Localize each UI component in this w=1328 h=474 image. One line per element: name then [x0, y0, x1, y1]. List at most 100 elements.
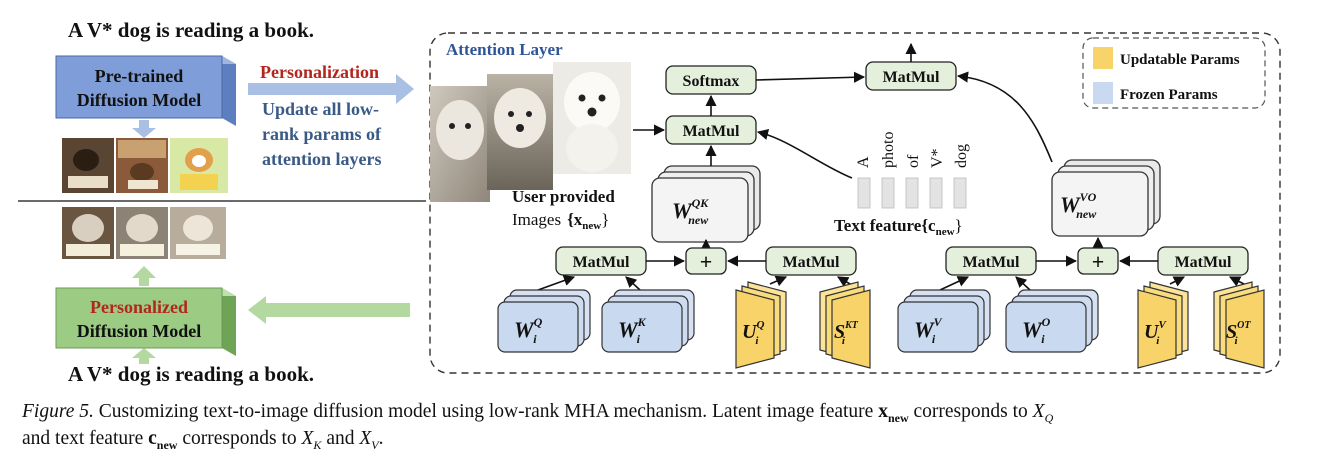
pretrained-label-2: Diffusion Model — [77, 90, 202, 110]
token-photo: photo — [880, 132, 897, 209]
user-images-label-2: Images{xnew} — [512, 210, 609, 232]
caption-end: . — [378, 428, 384, 449]
caption-xk-sub: K — [313, 437, 322, 452]
svg-text:UVi: UVi — [1144, 319, 1167, 347]
svg-text:dog: dog — [953, 144, 970, 168]
personalization-desc-3: attention layers — [262, 149, 381, 169]
caption-label: Figure 5. — [22, 401, 94, 422]
caption-text-5: and — [326, 428, 355, 449]
token-of: of — [905, 154, 922, 209]
svg-text:of: of — [905, 154, 922, 168]
attention-layer-title: Attention Layer — [446, 40, 563, 59]
svg-text:V*: V* — [929, 148, 946, 168]
edge-wv-up — [939, 276, 970, 291]
pretrained-model-box: Pre-trained Diffusion Model — [55, 55, 236, 126]
caption-text-3: and text feature — [22, 428, 144, 449]
svg-text:WQi: WQi — [514, 315, 543, 346]
edge-text-to-matmul-qk — [756, 129, 853, 179]
green-up-arrow-top — [132, 266, 156, 286]
blue-down-arrow — [132, 120, 156, 138]
personalized-label-1: Personalized — [90, 297, 188, 317]
prompt-bottom: A V* dog is reading a book. — [68, 362, 314, 386]
svg-text:UQi: UQi — [742, 319, 764, 347]
edge-softmax-to-matmul-out — [755, 71, 866, 83]
output-images-top — [62, 138, 228, 193]
caption-c-sub: new — [156, 437, 178, 452]
user-images-label-1: User provided — [512, 187, 615, 206]
personalization-desc-2: rank params of — [262, 124, 382, 144]
svg-text:Images{xnew}: Images{xnew} — [512, 210, 609, 232]
green-up-arrow-bottom — [132, 348, 156, 364]
personalization-title: Personalization — [260, 62, 379, 82]
token-dog: dog — [953, 144, 970, 209]
caption-x-symbol: x — [878, 401, 888, 422]
token-a: A — [855, 156, 872, 209]
caption-xv-sub: V — [371, 437, 379, 452]
plus-qk — [685, 247, 727, 275]
matmul-wvo-right-label: MatMul — [963, 254, 1020, 271]
text-tokens: A photo of V* dog — [855, 132, 970, 209]
legend: Updatable Params Frozen Params — [1082, 37, 1266, 109]
caption-xv: X — [359, 428, 372, 449]
plus-qk-label: + — [700, 249, 713, 274]
personalized-model-box: Personalized Diffusion Model — [55, 287, 236, 356]
caption-xk: X — [301, 428, 314, 449]
pretrained-label-1: Pre-trained — [95, 66, 184, 86]
plus-vo — [1077, 247, 1119, 275]
caption-text-1: Customizing text-to-image diffusion mode… — [98, 401, 874, 422]
caption-text-2: corresponds to — [913, 401, 1028, 422]
edge-sk-up — [837, 276, 851, 287]
matmul-out-label: MatMul — [883, 69, 940, 86]
svg-text:WKi: WKi — [618, 315, 647, 346]
softmax-label: Softmax — [683, 73, 740, 90]
personalization-arrow — [248, 74, 414, 104]
plus-vo-label: + — [1092, 249, 1105, 274]
legend-updatable-label: Updatable Params — [1120, 52, 1240, 68]
figure-caption: Figure 5. Customizing text-to-image diff… — [22, 398, 1312, 452]
user-images — [430, 62, 631, 202]
matmul-qk-label: MatMul — [683, 123, 740, 140]
matmul-us-right-label: MatMul — [1175, 254, 1232, 271]
caption-xq: X — [1032, 401, 1045, 422]
edge-so-up — [1228, 276, 1245, 287]
matmul-us-left-label: MatMul — [783, 254, 840, 271]
token-v-star: V* — [929, 148, 946, 209]
edge-wk-up — [625, 276, 641, 291]
svg-text:A: A — [855, 156, 872, 168]
caption-c-symbol: c — [148, 428, 157, 449]
svg-text:WOi: WOi — [1022, 315, 1051, 346]
green-left-arrow — [248, 296, 410, 324]
prompt-top: A V* dog is reading a book. — [68, 18, 314, 42]
caption-text-4: corresponds to — [182, 428, 297, 449]
legend-frozen-label: Frozen Params — [1120, 87, 1218, 103]
svg-text:Text feature{cnew}: Text feature{cnew} — [834, 216, 963, 238]
personalized-label-2: Diffusion Model — [77, 321, 202, 341]
matmul-wqk-left-label: MatMul — [573, 254, 630, 271]
edge-uv-up — [1169, 276, 1186, 287]
edge-wq-up — [537, 275, 576, 291]
edge-wo-up — [1015, 276, 1031, 291]
svg-text:photo: photo — [880, 132, 897, 168]
edge-uq-up — [769, 275, 788, 287]
text-feature-label: Text feature{cnew} — [834, 216, 963, 238]
svg-text:WVi: WVi — [914, 315, 943, 346]
legend-updatable-swatch — [1093, 47, 1113, 69]
output-images-bottom — [62, 207, 226, 259]
personalization-desc-1: Update all low- — [262, 99, 379, 119]
legend-frozen-swatch — [1093, 82, 1113, 104]
edge-wvo-to-matmul-out — [956, 71, 1053, 163]
